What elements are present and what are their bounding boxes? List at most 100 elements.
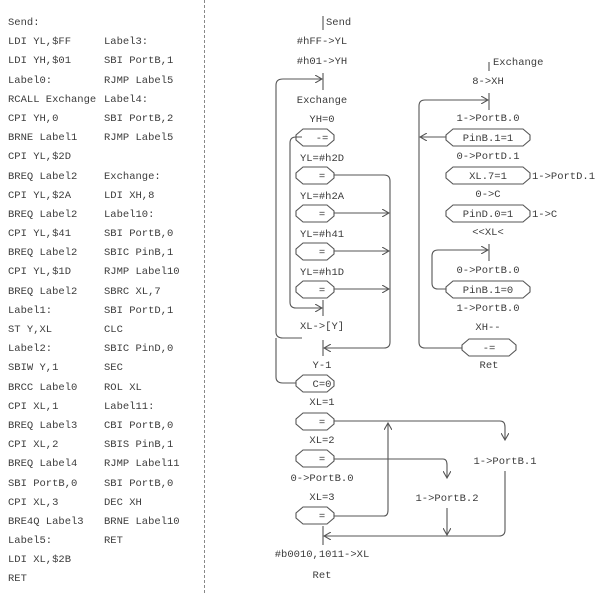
xl-check-2-label: XL=2 [309, 435, 334, 447]
code-line: LDI YL,$FF [8, 36, 72, 49]
carry-loop-line [275, 338, 296, 384]
code-line: ST Y,XL [8, 324, 53, 336]
yl-check-3-box [295, 242, 335, 261]
cond-pind0-box [445, 204, 531, 223]
cond-pinb1-eq0-box [445, 280, 531, 299]
cond-pinb1-eq0-label: PinB.1=0 [463, 285, 513, 297]
portb1-step: 1->PortB.1 [473, 456, 536, 468]
code-line: Label0: [8, 74, 53, 87]
exchange-step-6: 1->PortB.0 [456, 303, 519, 315]
code-line: SBI PortB,1 [104, 55, 174, 68]
exchange-step-7: XH-- [475, 322, 500, 334]
yl-check-4-label: YL=#h1D [300, 267, 344, 279]
code-line: BREQ Label2 [8, 170, 78, 183]
code-line: SBIS PinB,1 [104, 439, 174, 452]
code-line: SBI PortB,0 [8, 477, 78, 490]
exchange-end-label: Ret [480, 360, 499, 372]
xl-check-1-label: XL=1 [309, 397, 334, 409]
code-line: Label5: [8, 535, 53, 548]
code-line: SBI PortB,2 [104, 112, 174, 125]
code-line: BREQ Label2 [8, 247, 78, 260]
exchange-step-2: 0->PortD.1 [456, 151, 519, 163]
cond-xl7-label: XL.7=1 [469, 171, 507, 183]
send-flowchart: Send #hFF->YL #h01->YH Exchange YH=0 -= … [275, 16, 537, 582]
code-line: CPI XL,3 [8, 496, 59, 509]
code-line: Exchange: [104, 170, 161, 183]
yl-check-4-box [295, 280, 335, 299]
column-divider [204, 0, 205, 593]
code-line: RJMP Label5 [104, 74, 174, 87]
code-line: SEC [104, 362, 123, 375]
yl-check-3-cond: = [319, 247, 325, 259]
code-line: BRNE Label10 [104, 515, 180, 528]
code-line: RJMP Label5 [104, 132, 174, 145]
yl-check-1-box [295, 166, 335, 185]
cond-xl7-box [445, 166, 531, 185]
send-step-2: #h01->YH [297, 56, 347, 68]
xl-check-1-cond: = [319, 417, 325, 429]
code-line: BRE4Q Label3 [8, 515, 84, 528]
code-line: ROL XL [104, 381, 142, 394]
code-line: LDI YH,$01 [8, 55, 72, 68]
code-line: Send: [8, 17, 40, 29]
xl-check-3-cond: = [319, 511, 325, 523]
yl-check-1-cond: = [319, 171, 325, 183]
code-line: CLC [104, 324, 123, 336]
cond-xl7-yes-step: 1->PortD.1 [532, 171, 595, 183]
cond-yh-label: -= [316, 133, 329, 145]
xl1-branch-arrow [334, 420, 505, 440]
yh-ne-branch-arrow [289, 136, 322, 308]
xl-check-3-box [295, 506, 335, 525]
code-line: SBRC XL,7 [104, 285, 161, 298]
code-line: CPI YH,0 [8, 112, 59, 125]
cond-pinb1-eq1-label: PinB.1=1 [463, 133, 513, 145]
code-line: Label10: [104, 208, 155, 221]
xl-check-2-box [295, 449, 335, 468]
exchange-outer-loop-arrow [418, 100, 488, 349]
send-step-3: Exchange [297, 95, 347, 107]
code-line: CBI PortB,0 [104, 419, 174, 432]
code-line: DEC XH [104, 496, 142, 509]
yl-check-2-box [295, 204, 335, 223]
code-line: CPI YL,$41 [8, 228, 72, 241]
code-line: LDI XL,$2B [8, 554, 72, 567]
portb1-out-line [498, 471, 506, 537]
exchange-flowchart: Exchange 8->XH 1->PortB.0 PinB.1=1 0->Po… [418, 57, 595, 372]
exchange-step-1: 1->PortB.0 [456, 113, 519, 125]
send-step-4: YH=0 [309, 114, 334, 126]
code-line: SBIW Y,1 [8, 362, 59, 375]
yl-check-4-cond: = [319, 285, 325, 297]
code-line: BREQ Label2 [8, 208, 78, 221]
cond-pind0-label: PinD.0=1 [463, 209, 513, 221]
xl3-branch-arrow [334, 423, 388, 517]
code-line: BREQ Label2 [8, 285, 78, 298]
code-line: Label1: [8, 304, 53, 317]
code-line: RCALL Exchange [8, 93, 97, 106]
outer-loop-arrow [275, 79, 322, 339]
exchange-step-3: 0->C [475, 189, 500, 201]
code-line: CPI YL,$1D [8, 266, 72, 279]
cond-xh-ne-label: -= [483, 343, 496, 355]
portb2-step: 1->PortB.2 [415, 493, 478, 505]
yl-check-2-cond: = [319, 209, 325, 221]
code-line: CPI YL,$2D [8, 151, 72, 164]
send-end-label: Ret [313, 570, 332, 582]
yl-eq-collector-arrow [324, 174, 391, 348]
code-line: SBIC PinD,0 [104, 343, 174, 356]
exchange-step-5: 0->PortB.0 [456, 265, 519, 277]
code-line: SBI PortB,0 [104, 477, 174, 490]
code-line: RJMP Label10 [104, 266, 180, 279]
code-line: CPI XL,2 [8, 439, 59, 452]
code-line: BREQ Label4 [8, 458, 78, 471]
exchange-step-4: <<XL< [472, 227, 504, 239]
code-line: Label4: [104, 93, 149, 106]
code-line: SBI PortD,1 [104, 304, 174, 317]
pinb1-wait-loop-arrow [431, 250, 488, 290]
cond-xh-ne-box [461, 338, 517, 357]
xl-check-2-cond: = [319, 454, 325, 466]
xl-check-3-label: XL=3 [309, 492, 334, 504]
code-line: RJMP Label11 [104, 458, 180, 471]
send-step-1: #hFF->YL [297, 36, 347, 48]
